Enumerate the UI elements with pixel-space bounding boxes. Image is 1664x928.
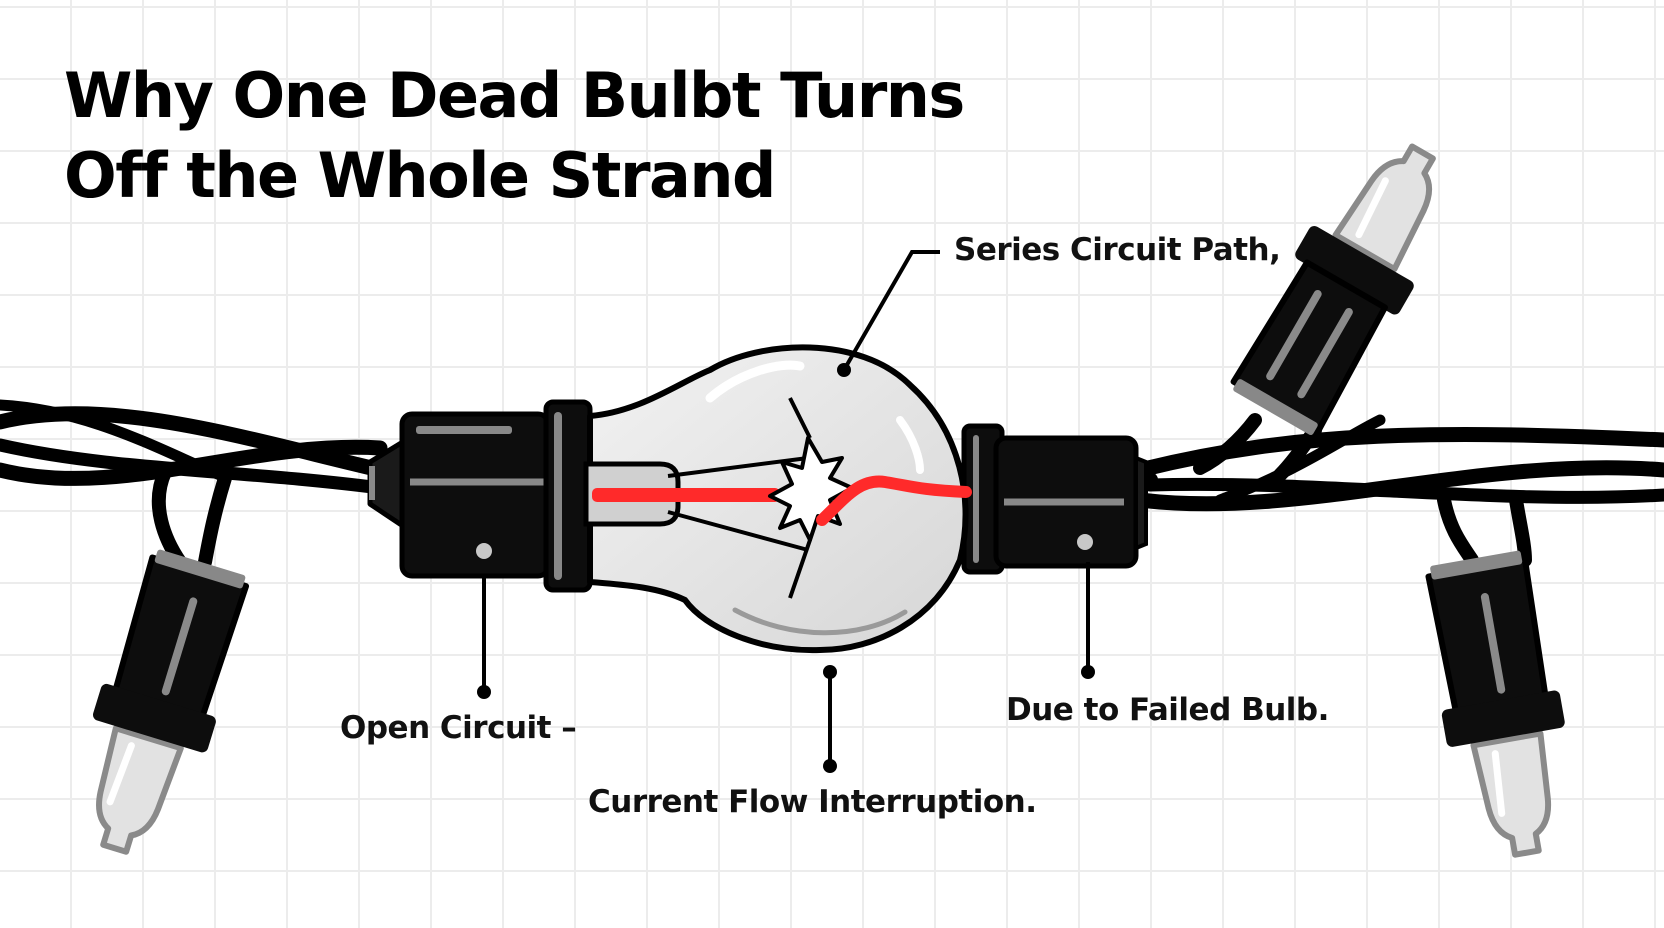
diagram-title: Why One Dead Bulbt Turns Off the Whole S… <box>64 56 965 216</box>
left-socket <box>367 399 593 593</box>
dead-bulb <box>583 344 972 654</box>
label-series-circuit-path: Series Circuit Path, <box>954 232 1281 268</box>
left-mini-bulb <box>93 465 250 855</box>
callout-leaders <box>477 250 1095 773</box>
label-failed-bulb: Due to Failed Bulb. <box>1006 692 1329 728</box>
wire-strand <box>0 399 1664 512</box>
right-mini-bulb-lower <box>1425 493 1565 858</box>
title-line-1: Why One Dead Bulbt Turns <box>64 59 965 132</box>
right-socket <box>961 423 1148 575</box>
label-open-circuit: Open Circuit – <box>340 710 577 746</box>
right-mini-bulb-upper <box>1193 143 1436 482</box>
title-line-2: Off the Whole Strand <box>64 139 776 212</box>
label-current-flow-interruption: Current Flow Interruption. <box>588 784 1037 820</box>
